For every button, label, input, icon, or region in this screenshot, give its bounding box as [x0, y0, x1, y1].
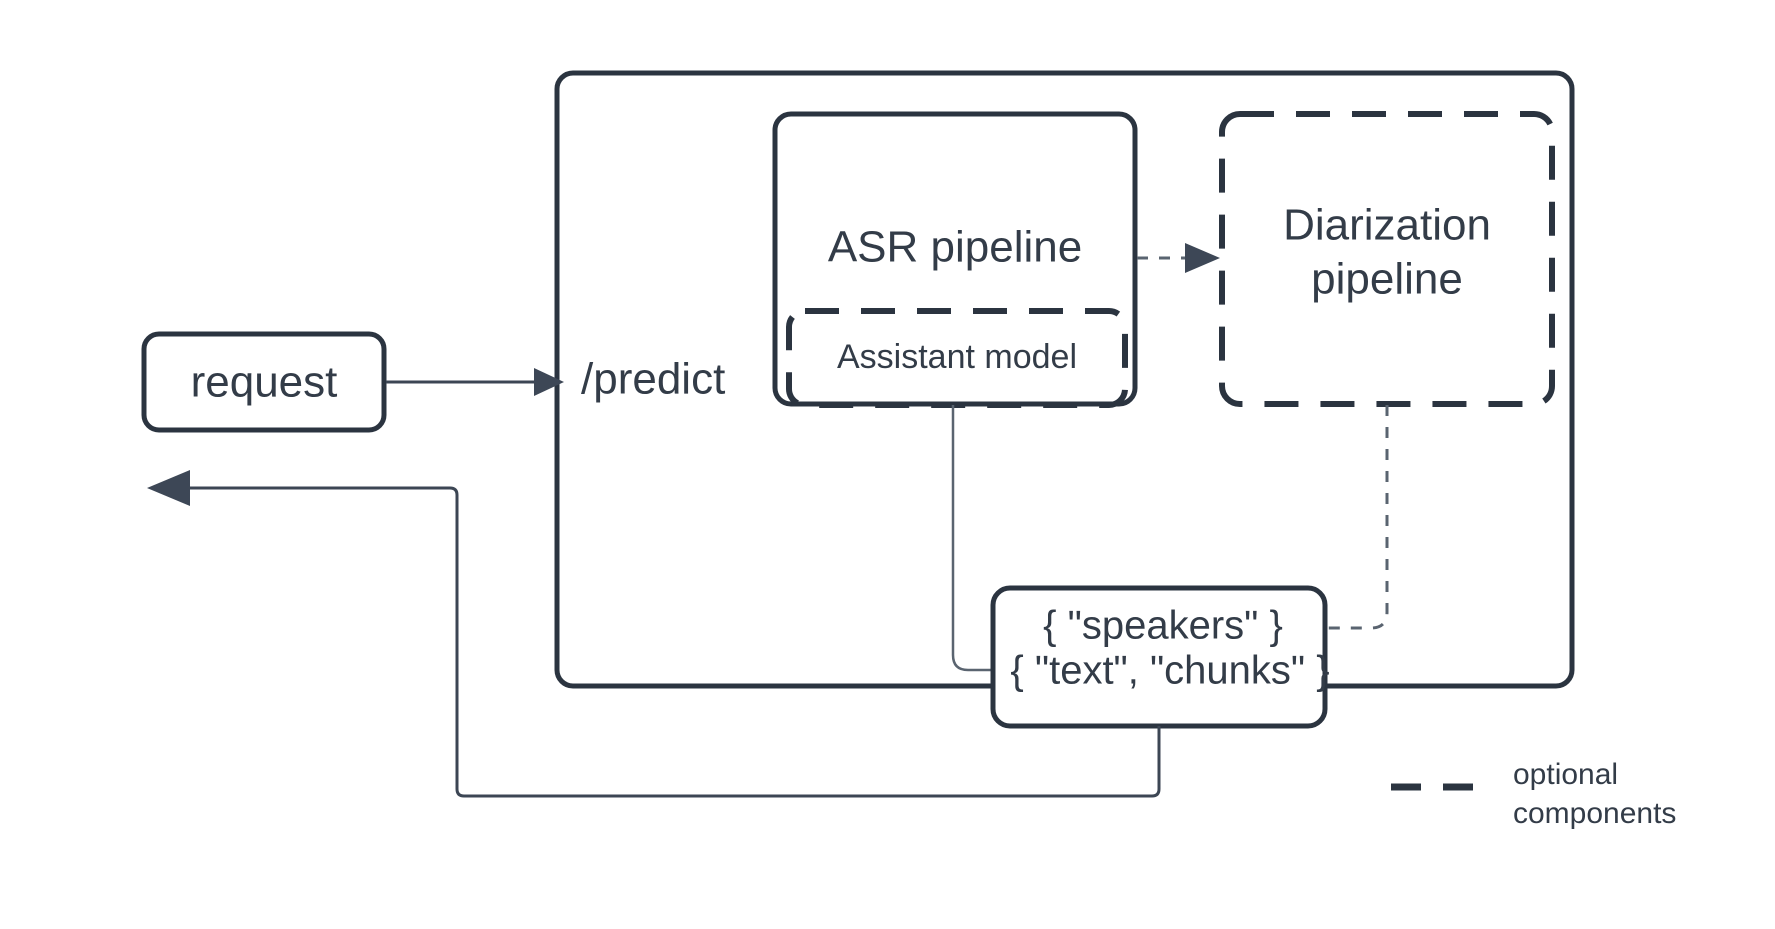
edge-output-to-response-line [190, 486, 1161, 798]
request-node-label: request [191, 358, 338, 407]
edge-assistant-to-output-line [951, 405, 1012, 672]
legend-label-line2: components [1513, 797, 1676, 830]
assistant-model-node-box[interactable] [786, 308, 1128, 408]
edge-request-to-predict-arrowhead [534, 368, 564, 396]
diarization-pipeline-label-line2: pipeline [1311, 255, 1463, 304]
legend-label-line1: optional [1513, 758, 1618, 791]
diarization-pipeline-node-box[interactable] [1219, 111, 1555, 407]
output-label-text-chunks: { "text", "chunks" } [1010, 649, 1329, 693]
output-label-speakers: { "speakers" } [1043, 604, 1283, 648]
predict-label: /predict [581, 355, 725, 404]
diarization-pipeline-label-line1: Diarization [1283, 201, 1491, 250]
assistant-model-label: Assistant model [837, 338, 1077, 376]
request-node-box[interactable] [141, 331, 387, 433]
edge-diarization-to-output-line [1305, 405, 1389, 630]
edge-asr-to-diarization-arrowhead [1185, 243, 1220, 273]
asr-pipeline-label: ASR pipeline [828, 223, 1082, 272]
edge-output-to-response-arrowhead [147, 470, 190, 506]
